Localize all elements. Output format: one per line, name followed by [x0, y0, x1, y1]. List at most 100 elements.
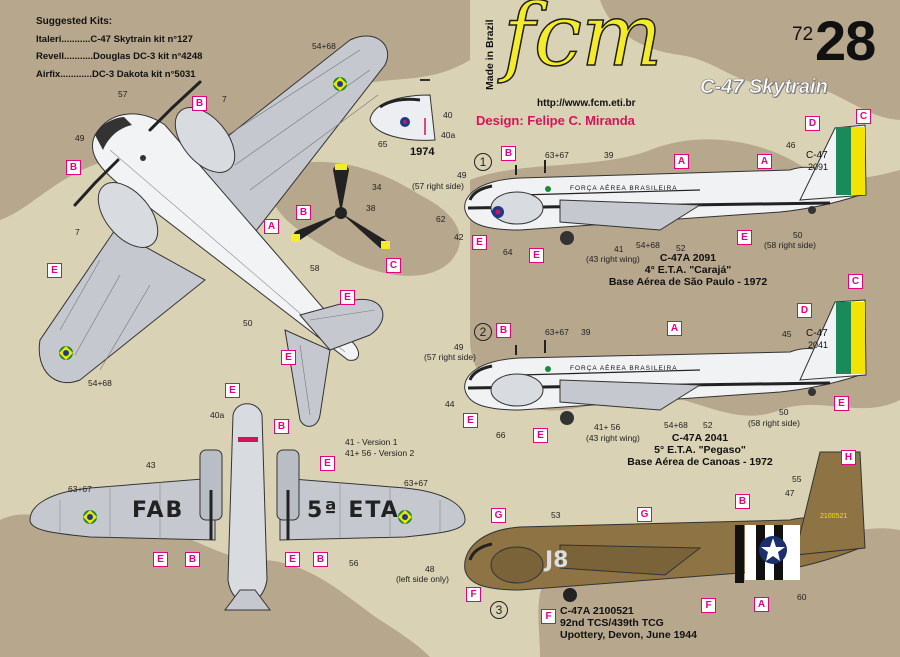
fuselage-code-3: J8 — [545, 548, 569, 573]
callout-label: 64 — [503, 247, 513, 257]
profile-2-number: 2 — [474, 323, 492, 341]
decal-key-badge: E — [225, 383, 240, 398]
aircraft-title: C-47 Skytrain — [700, 76, 828, 99]
decal-key-badge: C — [848, 274, 863, 289]
callout-label: (58 right side) — [748, 418, 800, 428]
callout-label: 63+67 — [68, 484, 92, 494]
caption-line: Base Aérea de São Paulo - 1972 — [608, 276, 768, 288]
nose-inset-1974 — [369, 79, 436, 141]
callout-label: 54+68 — [88, 378, 112, 388]
callout-label: 40a — [441, 130, 456, 140]
caption-line: 4° E.T.A. "Carajá" — [644, 264, 732, 276]
decal-key-badge: E — [463, 413, 478, 428]
tail-serial-2: 2041 — [808, 340, 829, 350]
callout-label: (43 right wing) — [586, 254, 640, 264]
decal-key-badge: B — [274, 419, 289, 434]
profile-3-caption: C-47A 2100521 92nd TCS/439th TCG Upotter… — [560, 605, 697, 641]
profile-3-aircraft — [464, 451, 866, 602]
callout-label: 58 — [310, 263, 320, 273]
callout-label: 46 — [786, 140, 796, 150]
decal-key-badge: F — [701, 598, 716, 613]
profile-1-aircraft — [464, 124, 867, 245]
decal-key-badge: H — [841, 450, 856, 465]
decal-key-badge: C — [856, 109, 871, 124]
decal-key-badge: E — [737, 230, 752, 245]
callout-label: 56 — [349, 558, 359, 568]
version-note: 41+ 56 - Version 2 — [345, 448, 415, 458]
decal-key-badge: F — [466, 587, 481, 602]
callout-label: 53 — [551, 510, 561, 520]
callout-label: 40a — [210, 410, 225, 420]
tail-serial-3: 2100521 — [820, 513, 848, 520]
profile-3-number: 3 — [490, 601, 508, 619]
fab-marking: FAB — [132, 498, 185, 523]
callout-label: 49 — [457, 170, 467, 180]
inset-year: 1974 — [410, 146, 435, 158]
callout-label: 62 — [436, 214, 446, 224]
designer-credit: Design: Felipe C. Miranda — [476, 113, 635, 128]
kit-revell: Revell...........Douglas DC-3 kit n°4248 — [36, 51, 203, 62]
profile-1-number: 1 — [474, 153, 492, 171]
callout-label: 54+68 — [636, 240, 660, 250]
kit-airfix: Airfix............DC-3 Dakota kit n°5031 — [36, 68, 196, 80]
decal-key-badge: A — [754, 597, 769, 612]
callout-label: 44 — [445, 399, 455, 409]
callout-label: 39 — [581, 327, 591, 337]
decal-key-badge: G — [637, 507, 652, 522]
decal-key-badge: E — [153, 552, 168, 567]
callout-label: 63+67 — [545, 327, 569, 337]
fuselage-text-2: FORÇA AÉREA BRASILEIRA — [570, 365, 678, 372]
camo-blotch — [268, 161, 460, 276]
tail-code-1: C-47 — [806, 150, 828, 161]
series-number: 72 — [792, 24, 814, 45]
callout-label: 45 — [782, 329, 792, 339]
callout-label: (57 right side) — [424, 352, 476, 362]
version-notes: 41 - Version 1 41+ 56 - Version 2 — [345, 437, 414, 459]
callout-label: 48 — [425, 564, 435, 574]
camo-blotch — [0, 514, 430, 657]
callout-label: 54+68 — [312, 41, 336, 51]
callout-label: 65 — [378, 139, 388, 149]
decal-key-badge: B — [192, 96, 207, 111]
callout-label: (left side only) — [396, 574, 449, 584]
decal-key-badge: E — [320, 456, 335, 471]
caption-line: Base Aérea de Canoas - 1972 — [627, 456, 773, 468]
propeller-drawing — [291, 164, 390, 250]
callout-label: (43 right wing) — [586, 433, 640, 443]
profile-2-caption: C-47A 2041 5° E.T.A. "Pegaso" Base Aérea… — [600, 432, 800, 468]
decal-key-badge: B — [735, 494, 750, 509]
decal-key-badge: A — [667, 321, 682, 336]
decal-key-badge: B — [296, 205, 311, 220]
callout-label: 7 — [222, 94, 227, 104]
caption-line: C-47A 2100521 — [560, 605, 634, 617]
callout-label: 47 — [785, 488, 795, 498]
decal-key-badge: E — [529, 248, 544, 263]
decal-key-badge: A — [757, 154, 772, 169]
decal-key-badge: A — [674, 154, 689, 169]
callout-label: 63+67 — [545, 150, 569, 160]
fuselage-text-1: FORÇA AÉREA BRASILEIRA — [570, 185, 678, 192]
callout-label: 54+68 — [664, 420, 688, 430]
callout-label: 41 — [614, 244, 624, 254]
kits-heading: Suggested Kits: — [36, 16, 113, 27]
fcm-logo: fcm — [502, 0, 663, 87]
caption-line: 92nd TCS/439th TCG — [560, 617, 664, 629]
callout-label: 49 — [454, 342, 464, 352]
caption-line: C-47A 2091 — [659, 252, 717, 264]
decal-key-badge: E — [472, 235, 487, 250]
decal-key-badge: D — [797, 303, 812, 318]
callout-label: 50 — [779, 407, 789, 417]
caption-line: C-47A 2041 — [671, 432, 729, 444]
callout-label: 57 — [118, 89, 128, 99]
callout-label: 55 — [792, 474, 802, 484]
callout-label: 49 — [75, 133, 85, 143]
kit-italeri: Italeri...........C-47 Skytrain kit n°12… — [36, 33, 193, 45]
profile-1-caption: C-47A 2091 4° E.T.A. "Carajá" Base Aérea… — [588, 252, 788, 288]
callout-label: (57 right side) — [412, 181, 464, 191]
decal-key-badge: A — [264, 219, 279, 234]
decal-key-badge: G — [491, 508, 506, 523]
callout-label: 50 — [793, 230, 803, 240]
decal-key-badge: E — [834, 396, 849, 411]
tail-code-2: C-47 — [806, 328, 828, 339]
